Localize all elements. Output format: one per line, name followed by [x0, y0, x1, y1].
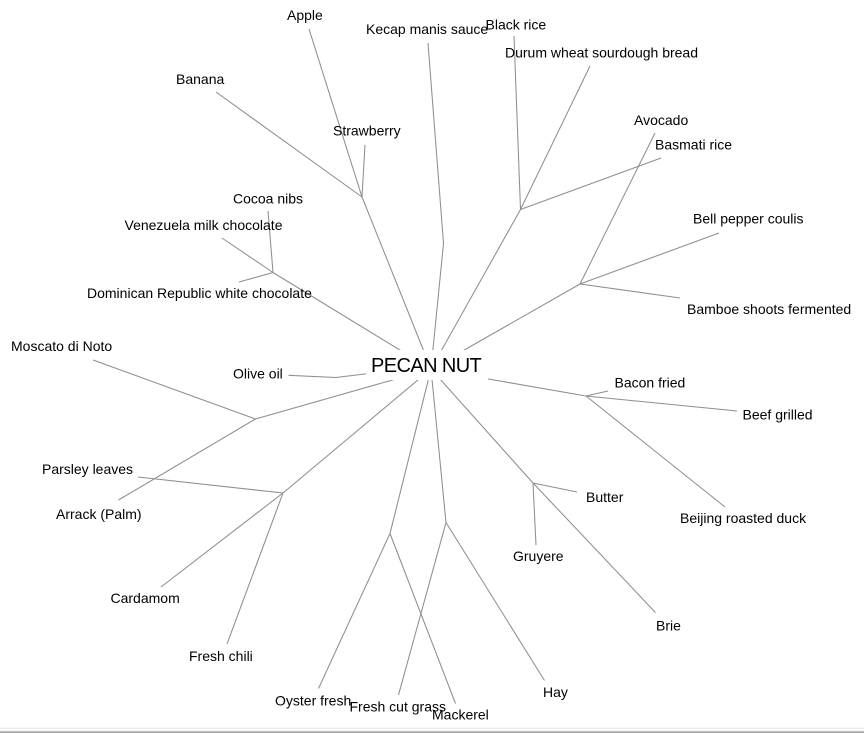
svg-text:Beef grilled: Beef grilled — [743, 407, 813, 423]
svg-text:Kecap manis sauce: Kecap manis sauce — [366, 21, 488, 37]
svg-text:Avocado: Avocado — [634, 112, 688, 128]
svg-text:Banana: Banana — [176, 71, 224, 87]
svg-text:Fresh cut grass: Fresh cut grass — [350, 699, 446, 715]
svg-text:Durum wheat sourdough bread: Durum wheat sourdough bread — [505, 45, 698, 61]
svg-text:Basmati rice: Basmati rice — [655, 137, 732, 153]
svg-text:Olive oil: Olive oil — [233, 366, 283, 382]
svg-text:Hay: Hay — [543, 684, 568, 700]
svg-text:Cardamom: Cardamom — [111, 590, 180, 606]
svg-text:Mackerel: Mackerel — [432, 707, 489, 723]
svg-text:Gruyere: Gruyere — [513, 548, 564, 564]
svg-text:Fresh chili: Fresh chili — [189, 648, 253, 664]
svg-text:Black rice: Black rice — [486, 17, 547, 33]
svg-text:Beijing roasted duck: Beijing roasted duck — [680, 510, 807, 526]
svg-text:Parsley leaves: Parsley leaves — [42, 461, 133, 477]
svg-text:PECAN NUT: PECAN NUT — [371, 355, 482, 377]
svg-text:Dominican Republic white choco: Dominican Republic white chocolate — [87, 285, 312, 301]
svg-text:Oyster fresh: Oyster fresh — [275, 693, 351, 709]
svg-text:Brie: Brie — [656, 618, 681, 634]
svg-text:Arrack (Palm): Arrack (Palm) — [56, 506, 142, 522]
svg-text:Bamboe shoots fermented: Bamboe shoots fermented — [687, 301, 851, 317]
svg-text:Moscato di Noto: Moscato di Noto — [11, 338, 112, 354]
svg-text:Cocoa nibs: Cocoa nibs — [233, 191, 303, 207]
svg-text:Bell pepper coulis: Bell pepper coulis — [693, 211, 804, 227]
svg-text:Venezuela milk chocolate: Venezuela milk chocolate — [125, 217, 283, 233]
svg-text:Butter: Butter — [586, 489, 624, 505]
svg-text:Bacon fried: Bacon fried — [615, 375, 686, 391]
svg-text:Strawberry: Strawberry — [333, 123, 401, 139]
svg-text:Apple: Apple — [287, 7, 323, 23]
